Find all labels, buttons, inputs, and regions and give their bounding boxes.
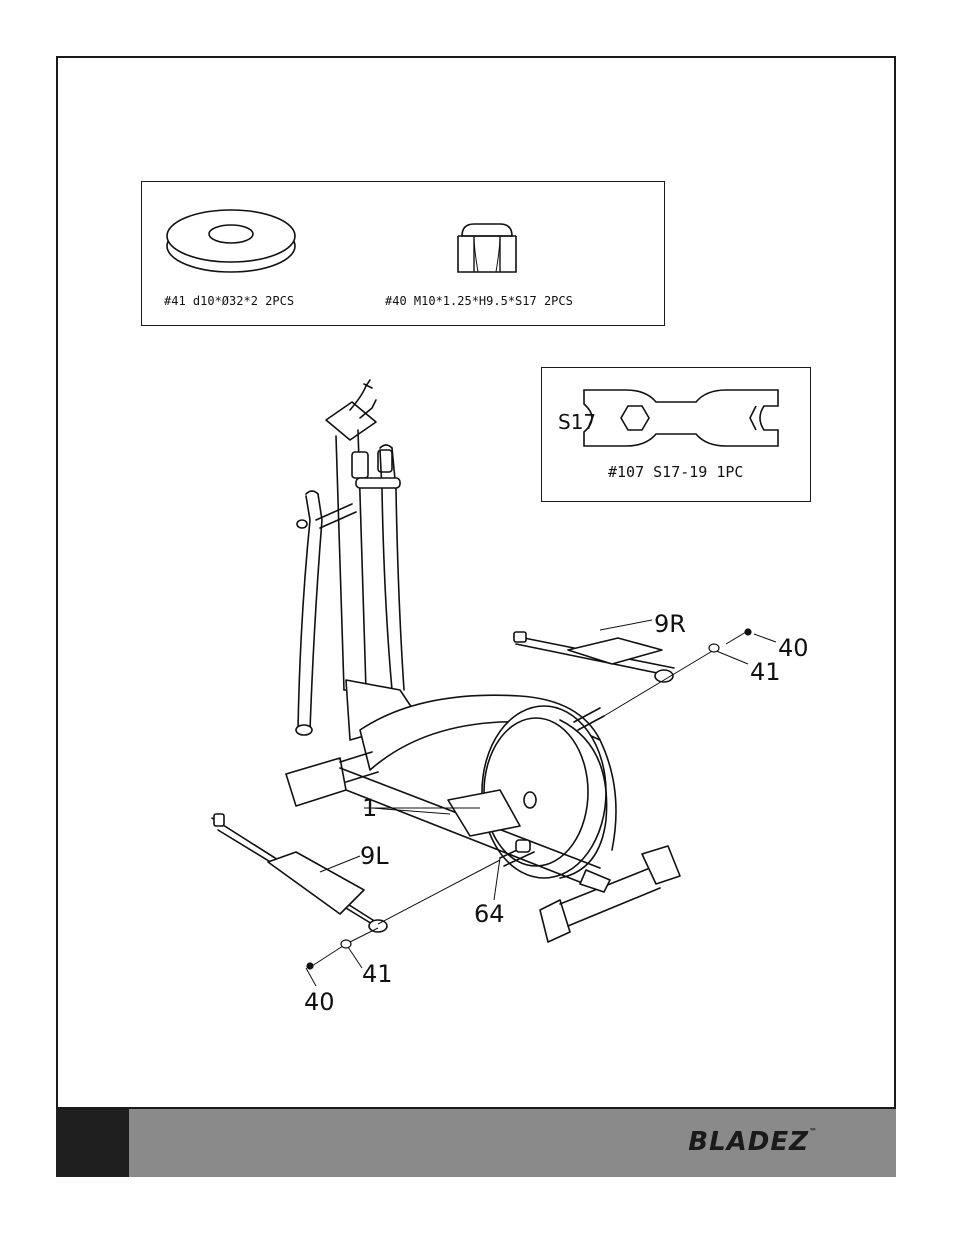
washer-caption: #41 d10*Ø32*2 2PCS [164,294,295,308]
footer-bar: BLADEZ™ [56,1107,896,1177]
nut-icon [457,223,517,273]
tool-box: S17 #107 S17-19 1PC [541,367,811,502]
brand-name: BLADEZ [688,1127,809,1157]
hardware-box: #41 d10*Ø32*2 2PCS #40 M10*1.25*H9.5*S17… [141,181,665,326]
nut-caption: #40 M10*1.25*H9.5*S17 2PCS [385,294,573,308]
wrench-icon [583,389,779,447]
wrench-size-label: S17 [558,410,597,434]
washer-icon [166,209,296,273]
wrench-caption: #107 S17-19 1PC [608,463,744,481]
footer-page-block [56,1109,129,1177]
hexagon-icon [620,405,650,431]
trademark-mark: ™ [809,1127,818,1136]
brand-logo: BLADEZ™ [688,1127,818,1157]
